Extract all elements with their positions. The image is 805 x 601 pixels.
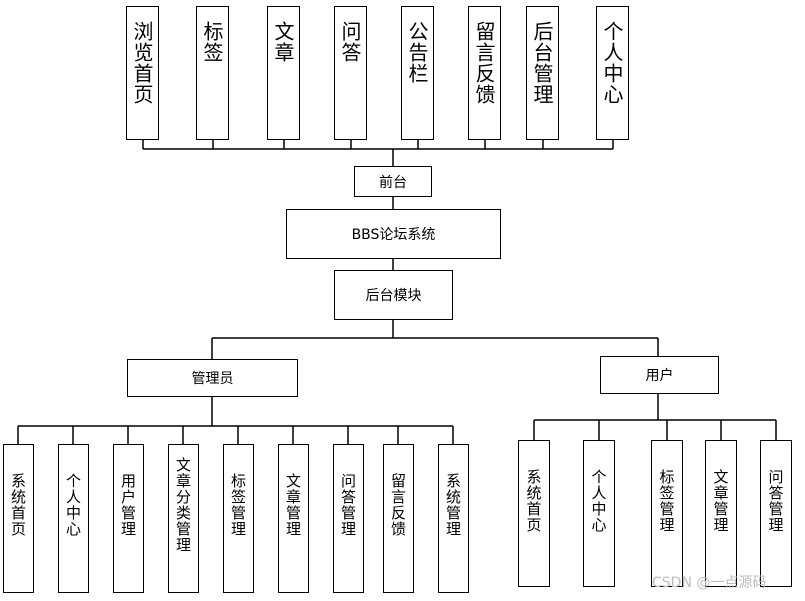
frontend-label: 前台 [379,174,407,191]
frontend-item-label: 文章 [271,21,295,63]
frontend-item-3: 问答 [334,6,367,140]
admin-item-8: 系统管理 [438,444,469,593]
frontend-item-1: 标签 [196,6,229,140]
user-label: 用户 [645,368,674,384]
admin-item-1: 个人中心 [58,444,89,593]
system-label: BBS论坛系统 [351,227,436,243]
admin-item-4: 标签管理 [223,444,254,593]
admin-item-label: 系统管理 [444,473,462,537]
user-item-3: 文章管理 [705,440,737,587]
admin-item-label: 问答管理 [339,473,357,537]
admin-item-label: 系统首页 [9,473,27,537]
frontend-item-7: 个人中心 [596,6,629,140]
watermark: CSDN @一点源码 [652,575,767,591]
user-item-label: 系统首页 [524,469,543,533]
frontend-item-2: 文章 [267,6,300,140]
frontend-item-label: 后台管理 [530,21,554,105]
admin-item-label: 标签管理 [229,473,247,537]
user-item-0: 系统首页 [518,440,550,587]
admin-label: 管理员 [191,371,234,387]
admin-item-5: 文章管理 [278,444,309,593]
user-item-1: 个人中心 [583,440,615,587]
frontend-item-label: 浏览首页 [130,21,154,105]
frontend-item-6: 后台管理 [526,6,559,140]
admin-item-3: 文章分类管理 [168,444,199,593]
admin-item-label: 个人中心 [64,473,82,537]
frontend-item-label: 公告栏 [405,21,429,84]
frontend-item-label: 留言反馈 [472,21,496,105]
backend-node: 后台模块 [334,270,453,320]
frontend-node: 前台 [354,166,432,197]
user-node: 用户 [600,356,719,394]
frontend-item-4: 公告栏 [401,6,434,140]
user-item-label: 个人中心 [589,469,608,533]
admin-item-label: 用户管理 [119,473,137,537]
frontend-item-label: 问答 [338,21,362,63]
system-node: BBS论坛系统 [286,209,501,259]
admin-item-6: 问答管理 [333,444,364,593]
admin-item-7: 留言反馈 [383,444,414,593]
admin-item-label: 文章分类管理 [174,457,192,553]
admin-item-0: 系统首页 [3,444,34,593]
frontend-item-5: 留言反馈 [468,6,501,140]
user-item-label: 文章管理 [711,469,730,533]
backend-label: 后台模块 [365,288,422,304]
user-item-4: 问答管理 [760,440,792,587]
admin-item-label: 留言反馈 [389,473,407,537]
admin-item-label: 文章管理 [284,473,302,537]
user-item-label: 问答管理 [766,469,785,533]
frontend-item-label: 标签 [200,21,224,63]
user-item-label: 标签管理 [657,469,676,533]
frontend-item-0: 浏览首页 [126,6,159,140]
admin-node: 管理员 [127,359,298,397]
frontend-item-label: 个人中心 [600,21,624,105]
admin-item-2: 用户管理 [113,444,144,593]
user-item-2: 标签管理 [651,440,683,587]
